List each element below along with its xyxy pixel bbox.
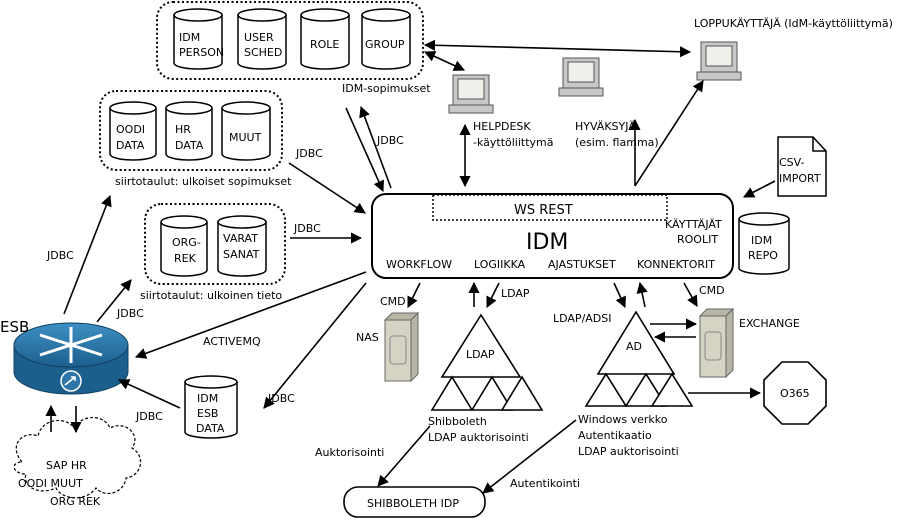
connector-arrows [45, 39, 776, 494]
csv-import-label-line: IMPORT [779, 172, 821, 185]
ws-rest-box [432, 194, 668, 221]
ulkoiset-sopimukset-label: siirtotaulut: ulkoiset sopimukset [115, 175, 292, 188]
nas-label: NAS [356, 331, 379, 344]
org-rek-database: ORG- REK [160, 215, 208, 277]
windows-note-line: Autentikaatio [578, 429, 652, 442]
db-label-line: IDM [751, 234, 772, 247]
source-systems-cloud [13, 416, 142, 499]
jdbc-label: JDBC [293, 222, 321, 235]
db-label-line: USER [244, 31, 274, 44]
jdbc-label: JDBC [295, 147, 323, 160]
db-label-line: REPO [748, 249, 778, 262]
ldap-protocol-label: LDAP [501, 287, 530, 300]
roolit-label: ROOLIT [677, 233, 718, 246]
db-label-line: IDM [197, 392, 218, 405]
ldap-node-label: LDAP [466, 348, 495, 361]
db-label-line: ROLE [310, 38, 339, 51]
hyvaksyja-label-line: HYVÄKSYJÄ [575, 120, 636, 133]
muut-database: MUUT [221, 101, 271, 161]
o365-octagon [763, 361, 827, 425]
hyvaksyja-label-line: (esim. flamma) [575, 136, 659, 149]
idm-sopimukset-group [156, 1, 424, 80]
ulkoinen-tieto-group [144, 203, 286, 285]
idm-esb-data-database: IDM ESB DATA [184, 375, 238, 439]
ulkoiset-sopimukset-group [99, 90, 283, 171]
auktorisointi-label: Auktorisointi [315, 446, 384, 459]
ldap-adsi-label: LDAP/ADSI [553, 312, 612, 325]
db-label-line: ESB [197, 407, 218, 420]
module-ajastukset: AJASTUKSET [548, 258, 616, 271]
hr-data-database: HR DATA [165, 101, 213, 161]
db-label-line: MUUT [229, 131, 262, 144]
csv-import-label-line: CSV- [779, 156, 805, 169]
jdbc-label: JDBC [135, 410, 163, 423]
cloud-line: OODI MUUT [18, 477, 83, 490]
db-label-line: IDM [179, 31, 200, 44]
loppukayttaja-terminal-icon [696, 41, 742, 81]
shibboleth-note-line: Shibboleth [428, 415, 487, 428]
module-workflow: WORKFLOW [386, 258, 452, 271]
jdbc-label: JDBC [116, 307, 144, 320]
user-sched-database: USER SCHED [237, 8, 287, 70]
loppukayttaja-label: LOPPUKÄYTTÄJÄ (IdM-käyttöliittymä) [694, 17, 893, 30]
helpdesk-label-line: -käyttöliittymä [473, 136, 554, 149]
db-label-line: PERSON [179, 46, 224, 59]
db-label-line: DATA [116, 139, 145, 152]
nas-server-icon [383, 311, 420, 383]
db-label-line: DATA [196, 422, 225, 435]
db-label-line: REK [174, 252, 197, 265]
shibboleth-idp-box [343, 486, 486, 518]
db-label-line: ORG- [172, 236, 201, 249]
jdbc-label: JDBC [376, 134, 404, 147]
kayttajat-label: KÄYTTÄJÄT [665, 218, 722, 231]
helpdesk-label-line: HELPDESK [473, 120, 531, 133]
db-label-line: GROUP [365, 38, 405, 51]
db-label-line: OODI [116, 123, 145, 136]
db-label-line: SANAT [223, 248, 260, 261]
hyvaksyja-terminal-icon [558, 57, 604, 97]
group-database: GROUP [361, 8, 411, 70]
exchange-server-icon [698, 307, 735, 379]
oodi-data-database: OODI DATA [109, 101, 157, 161]
esb-label: ESB [0, 318, 29, 336]
role-database: ROLE [300, 8, 350, 70]
idm-repo-database: IDM REPO [738, 212, 790, 275]
ldap-tree [430, 313, 544, 411]
helpdesk-terminal-icon [448, 74, 494, 114]
csv-import-document-icon [777, 136, 827, 197]
shibboleth-note-line: LDAP auktorisointi [428, 431, 529, 444]
ad-tree [584, 310, 694, 407]
db-label-line: HR [175, 123, 191, 136]
exchange-label: EXCHANGE [739, 317, 800, 330]
module-logiikka: LOGIIKKA [474, 258, 526, 271]
activemq-label: ACTIVEMQ [203, 335, 261, 348]
db-label-line: SCHED [244, 46, 282, 59]
cmd-label: CMD [380, 295, 406, 308]
ws-rest-label: WS REST [514, 203, 573, 218]
jdbc-label: JDBC [267, 392, 295, 405]
windows-note-line: LDAP auktorisointi [578, 445, 679, 458]
module-konnektorit: KONNEKTORIT [637, 258, 715, 271]
cloud-line: ORG REK [50, 495, 101, 508]
idm-sopimukset-label: IDM-sopimukset [342, 82, 431, 95]
autentikointi-label: Autentikointi [510, 477, 580, 490]
idm-person-database: IDM PERSON [173, 8, 224, 70]
jdbc-label: JDBC [46, 249, 74, 262]
shibboleth-idp-label: SHIBBOLETH IDP [367, 497, 459, 510]
o365-label: O365 [780, 387, 810, 400]
esb-router-icon [13, 322, 129, 395]
cloud-line: SAP HR [46, 459, 87, 472]
ulkoinen-tieto-label: siirtotaulut: ulkoinen tieto [140, 289, 282, 302]
cmd-label: CMD [699, 284, 725, 297]
varat-sanat-database: VARAT SANAT [217, 215, 267, 277]
db-label-line: DATA [175, 139, 204, 152]
db-label-line: VARAT [223, 232, 258, 245]
ad-node-label: AD [626, 340, 642, 353]
idm-core-box: WS REST IDM KÄYTTÄJÄT ROOLIT WORKFLOW LO… [371, 193, 734, 279]
windows-note-line: Windows verkko [578, 413, 668, 426]
idm-title: IDM [526, 230, 568, 255]
